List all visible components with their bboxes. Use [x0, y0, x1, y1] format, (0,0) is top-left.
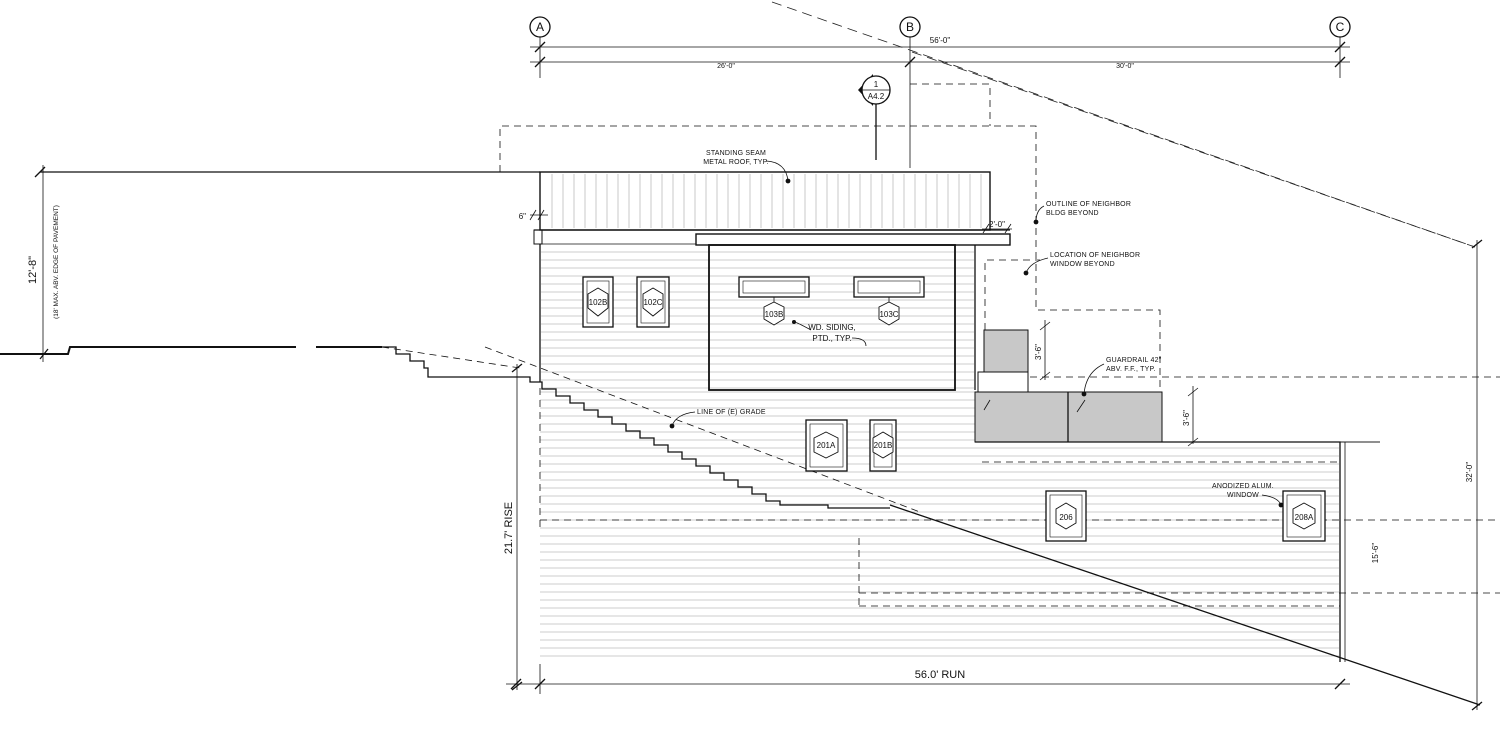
grid-bubble-c: C: [1329, 16, 1351, 78]
svg-text:3'-6": 3'-6": [1034, 344, 1043, 360]
svg-text:ABV. F.F., TYP.: ABV. F.F., TYP.: [1106, 366, 1156, 373]
svg-text:STANDING SEAM: STANDING SEAM: [706, 150, 766, 157]
svg-text:103C: 103C: [879, 310, 898, 319]
dim-guardrail-upper: 3'-6": [1034, 320, 1051, 381]
svg-text:32'-0": 32'-0": [1465, 462, 1474, 483]
svg-text:OUTLINE OF NEIGHBOR: OUTLINE OF NEIGHBOR: [1046, 201, 1131, 208]
svg-text:201B: 201B: [874, 441, 893, 450]
window-102b: 102B: [582, 276, 614, 328]
svg-text:15'-6": 15'-6": [1371, 543, 1380, 564]
dim-height-limit: 12'-8" (18' MAX. ABV. EDGE OF PAVEMENT): [27, 165, 60, 362]
svg-text:206: 206: [1059, 513, 1073, 522]
dim-right-lower: 15'-6": [1344, 442, 1380, 662]
dim-rise: 21.7' RISE: [503, 363, 523, 691]
top-dimensions: 56'-0" 26'-0" 30'-0": [530, 36, 1350, 70]
grid-bubble-b: B: [899, 16, 921, 168]
dim-fascia: 6": [519, 209, 548, 221]
dim-right-total: 32'-0": [1465, 239, 1483, 711]
note-guardrail: GUARDRAIL 42" ABV. F.F., TYP.: [1081, 357, 1162, 397]
svg-text:103B: 103B: [765, 310, 784, 319]
note-roof: STANDING SEAM METAL ROOF, TYP.: [703, 150, 791, 184]
svg-text:METAL ROOF, TYP.: METAL ROOF, TYP.: [703, 159, 769, 166]
lower-floor: [889, 441, 1481, 706]
note-neighbor-outline: OUTLINE OF NEIGHBOR BLDG BEYOND: [1033, 201, 1131, 225]
dim-overhang: 2'-0": [982, 220, 1012, 234]
svg-text:201A: 201A: [817, 441, 836, 450]
window-103c: 103C: [853, 276, 925, 326]
window-103b: 103B: [738, 276, 810, 326]
note-siding: WD. SIDING, PTD., TYP.: [792, 320, 867, 347]
svg-text:56.0' RUN: 56.0' RUN: [915, 669, 965, 681]
note-neighbor-window: LOCATION OF NEIGHBOR WINDOW BEYOND: [1023, 252, 1140, 276]
svg-text:102C: 102C: [643, 298, 662, 307]
window-208a: 208A: [1282, 490, 1326, 542]
svg-text:WD. SIDING,: WD. SIDING,: [808, 323, 856, 332]
svg-text:LINE OF (E) GRADE: LINE OF (E) GRADE: [697, 409, 766, 416]
roof-seam-lines: [551, 174, 982, 228]
section-sheet: A4.2: [868, 92, 885, 101]
section-number: 1: [874, 80, 879, 89]
section-marker: 1 A4.2: [858, 74, 891, 160]
svg-text:6": 6": [519, 212, 526, 221]
grid-bubble-a: A: [529, 16, 551, 78]
window-206: 206: [1045, 490, 1087, 542]
svg-text:2'-0": 2'-0": [989, 220, 1005, 229]
svg-text:GUARDRAIL 42": GUARDRAIL 42": [1106, 357, 1162, 364]
svg-text:PTD., TYP.: PTD., TYP.: [812, 334, 851, 343]
svg-text:LOCATION OF NEIGHBOR: LOCATION OF NEIGHBOR: [1050, 252, 1140, 259]
dim-overall: 56'-0": [930, 36, 951, 45]
windows: 102B 102C 103B 103C 201A: [582, 276, 1326, 542]
dim-guardrail-lower: 3'-6": [1182, 386, 1199, 447]
grade-steps: [0, 346, 890, 509]
dim-run: 56.0' RUN: [506, 664, 1350, 694]
roof: [34, 166, 1010, 245]
window-201a: 201A: [805, 419, 848, 472]
dim-a-to-b: 26'-0": [717, 63, 735, 70]
svg-text:208A: 208A: [1295, 513, 1314, 522]
svg-text:A: A: [536, 20, 544, 34]
dim-b-to-c: 30'-0": [1116, 63, 1134, 70]
guardrails: [974, 329, 1163, 443]
upper-guardrail: [983, 329, 1029, 373]
lower-siding-lines: [540, 391, 1339, 657]
svg-text:(18' MAX. ABV. EDGE OF PAVEMEN: (18' MAX. ABV. EDGE OF PAVEMENT): [53, 205, 60, 319]
dashed-outlines: [381, 1, 1500, 607]
svg-text:12'-8": 12'-8": [27, 256, 39, 284]
svg-text:102B: 102B: [589, 298, 608, 307]
svg-text:21.7' RISE: 21.7' RISE: [503, 502, 515, 554]
svg-text:B: B: [906, 20, 914, 34]
window-102c: 102C: [636, 276, 670, 328]
note-grade: LINE OF (E) GRADE: [669, 409, 766, 429]
svg-text:WINDOW: WINDOW: [1227, 492, 1259, 499]
svg-text:C: C: [1336, 20, 1345, 34]
window-201b: 201B: [869, 419, 897, 472]
svg-text:ANODIZED ALUM.: ANODIZED ALUM.: [1212, 483, 1274, 490]
svg-text:3'-6": 3'-6": [1182, 410, 1191, 426]
svg-text:WINDOW BEYOND: WINDOW BEYOND: [1050, 261, 1115, 268]
note-window: ANODIZED ALUM. WINDOW: [1212, 483, 1284, 508]
upper-floor: [539, 233, 1011, 391]
svg-text:BLDG BEYOND: BLDG BEYOND: [1046, 210, 1099, 217]
